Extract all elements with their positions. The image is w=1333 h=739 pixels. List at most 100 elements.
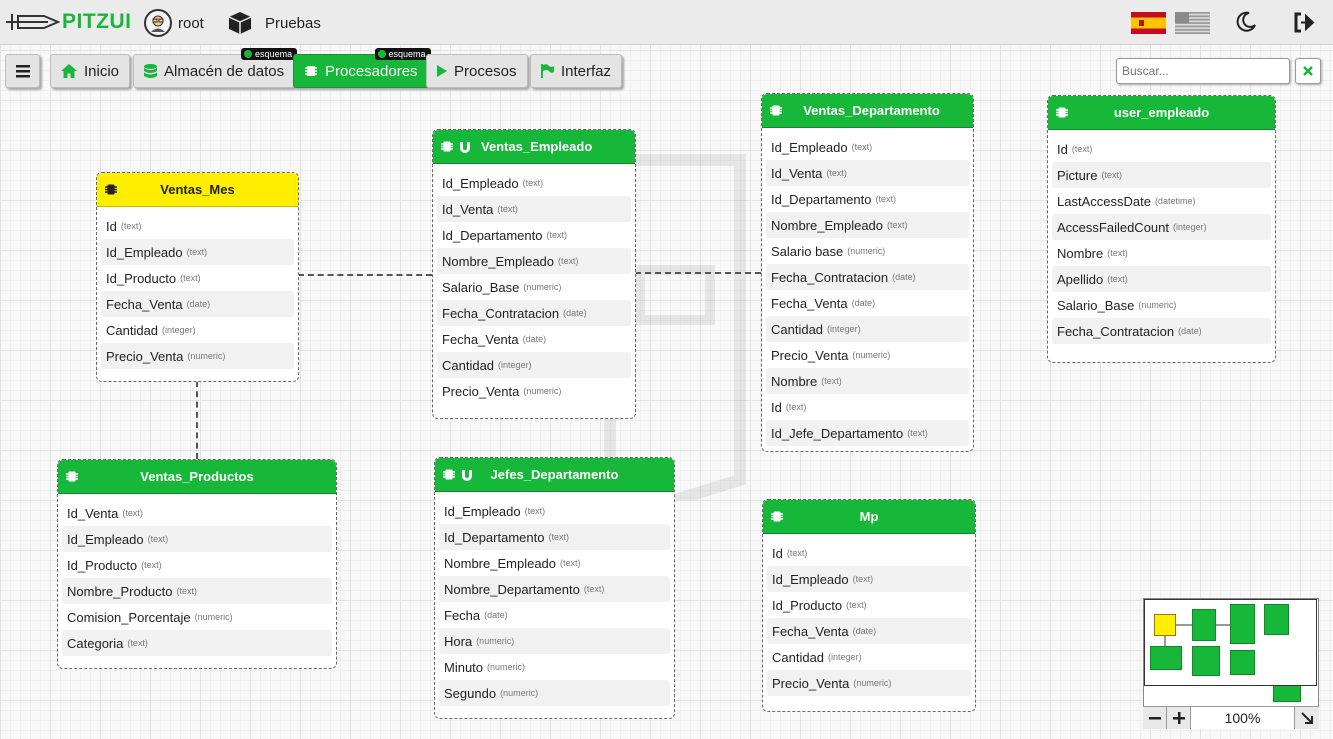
table-header[interactable]: Ventas_Mes (97, 173, 298, 207)
field-type: (date) (892, 272, 916, 282)
table-field[interactable]: Precio_Venta(numeric) (766, 342, 969, 368)
field-name: Fecha_Venta (442, 331, 519, 347)
table-field[interactable]: Nombre(text) (1052, 240, 1271, 266)
table-field[interactable]: Cantidad(integer) (101, 317, 294, 343)
user-menu[interactable]: root (144, 9, 204, 37)
resize-handle[interactable] (1295, 707, 1319, 729)
table-field[interactable]: Id(text) (1052, 136, 1271, 162)
table-field[interactable]: Id_Departamento(text) (439, 524, 670, 550)
table-field[interactable]: AccessFailedCount(integer) (1052, 214, 1271, 240)
table-field[interactable]: Id_Venta(text) (766, 160, 969, 186)
table-field[interactable]: LastAccessDate(datetime) (1052, 188, 1271, 214)
table-field[interactable]: Fecha_Contratacion(date) (1052, 318, 1271, 344)
table-field[interactable]: Id(text) (101, 213, 294, 239)
table-field[interactable]: Id_Venta(text) (437, 196, 631, 222)
table-field[interactable]: Id_Empleado(text) (767, 566, 971, 592)
spain-flag-icon[interactable] (1131, 12, 1166, 34)
dark-mode-moon-icon[interactable] (1234, 10, 1258, 34)
table-ventas-productos[interactable]: Ventas_Productos Id_Venta(text)Id_Emplea… (57, 459, 337, 669)
table-field[interactable]: Fecha_Contratacion(date) (766, 264, 969, 290)
table-ventas-departamento[interactable]: Ventas_Departamento Id_Empleado(text)Id_… (761, 93, 974, 452)
esquema-badge: esquema (374, 48, 431, 60)
table-header[interactable]: Ventas_Departamento (762, 94, 973, 128)
table-header[interactable]: Mp (763, 500, 975, 534)
field-name: Id_Empleado (106, 244, 183, 260)
chip-icon (66, 471, 78, 482)
table-field[interactable]: Id_Departamento(text) (437, 222, 631, 248)
table-field[interactable]: Categoria(text) (62, 630, 332, 656)
logout-icon[interactable] (1292, 10, 1317, 35)
search-clear-button[interactable] (1295, 58, 1321, 84)
table-field[interactable]: Salario_Base(numeric) (437, 274, 631, 300)
table-field[interactable]: Id_Jefe_Departamento(text) (766, 420, 969, 446)
table-field[interactable]: Nombre_Producto(text) (62, 578, 332, 604)
table-field[interactable]: Salario_Base(numeric) (1052, 292, 1271, 318)
table-field[interactable]: Fecha_Venta(date) (766, 290, 969, 316)
field-type: (text) (522, 178, 544, 188)
table-field[interactable]: Nombre_Departamento(text) (439, 576, 670, 602)
table-field[interactable]: Nombre_Empleado(text) (766, 212, 969, 238)
table-field[interactable]: Minuto(numeric) (439, 654, 670, 680)
table-header[interactable]: Ventas_Empleado (433, 130, 635, 164)
table-field[interactable]: Id_Empleado(text) (437, 170, 631, 196)
table-field[interactable]: Id_Departamento(text) (766, 186, 969, 212)
zoom-in-button[interactable] (1167, 707, 1191, 729)
table-user-empleado[interactable]: user_empleado Id(text)Picture(text)LastA… (1047, 95, 1276, 363)
project-selector[interactable]: Pruebas (227, 10, 321, 36)
field-type: (integer) (828, 652, 862, 662)
table-field[interactable]: Fecha_Venta(date) (437, 326, 631, 352)
table-field[interactable]: Cantidad(integer) (437, 352, 631, 378)
table-mp[interactable]: Mp Id(text)Id_Empleado(text)Id_Producto(… (762, 499, 976, 712)
table-field[interactable]: Id_Empleado(text) (766, 134, 969, 160)
zoom-out-button[interactable] (1143, 707, 1167, 729)
table-title: Ventas_Empleado (481, 139, 593, 154)
table-ventas-mes[interactable]: Ventas_Mes Id(text)Id_Empleado(text)Id_P… (96, 172, 299, 382)
field-name: Id_Departamento (771, 191, 872, 207)
table-field[interactable]: Cantidad(integer) (767, 644, 971, 670)
nav-almacen-datos-button[interactable]: Almacén de datos esquema (133, 48, 298, 88)
table-field[interactable]: Precio_Venta(numeric) (101, 343, 294, 369)
table-field[interactable]: Salario base(numeric) (766, 238, 969, 264)
table-field[interactable]: Segundo(numeric) (439, 680, 670, 706)
table-field[interactable]: Id_Venta(text) (62, 500, 332, 526)
nav-inicio-button[interactable]: Inicio (50, 54, 131, 88)
table-field[interactable]: Fecha_Venta(date) (767, 618, 971, 644)
nav-procesos-button[interactable]: Procesos (426, 54, 528, 88)
table-field[interactable]: Nombre_Empleado(text) (439, 550, 670, 576)
field-name: Apellido (1057, 271, 1104, 287)
table-field[interactable]: Precio_Venta(numeric) (767, 670, 971, 696)
table-field[interactable]: Fecha_Venta(date) (101, 291, 294, 317)
nav-interfaz-button[interactable]: Interfaz (530, 54, 623, 88)
table-field[interactable]: Id_Empleado(text) (101, 239, 294, 265)
field-name: Fecha_Contratacion (442, 305, 560, 321)
table-ventas-empleado[interactable]: Ventas_Empleado Id_Empleado(text)Id_Vent… (432, 129, 636, 419)
table-field[interactable]: Id_Empleado(text) (62, 526, 332, 552)
table-field[interactable]: Comision_Porcentaje(numeric) (62, 604, 332, 630)
nav-procesadores-button[interactable]: Procesadores esquema (293, 48, 431, 88)
table-header[interactable]: Jefes_Departamento (435, 458, 674, 492)
table-header[interactable]: Ventas_Productos (58, 460, 336, 494)
table-field[interactable]: Apellido(text) (1052, 266, 1271, 292)
table-field[interactable]: Nombre(text) (766, 368, 969, 394)
table-field[interactable]: Id_Producto(text) (62, 552, 332, 578)
app-logo[interactable]: PITZUI (4, 8, 132, 36)
field-type: (text) (1107, 248, 1128, 258)
table-field[interactable]: Id_Producto(text) (767, 592, 971, 618)
table-field[interactable]: Nombre_Empleado(text) (437, 248, 631, 274)
table-field[interactable]: Hora(numeric) (439, 628, 670, 654)
table-field[interactable]: Picture(text) (1052, 162, 1271, 188)
table-field[interactable]: Id(text) (767, 540, 971, 566)
table-jefes-departamento[interactable]: Jefes_Departamento Id_Empleado(text)Id_D… (434, 457, 675, 719)
table-field[interactable]: Id_Empleado(text) (439, 498, 670, 524)
table-field[interactable]: Cantidad(integer) (766, 316, 969, 342)
table-field[interactable]: Precio_Venta(numeric) (437, 378, 631, 404)
menu-toggle-button[interactable] (5, 54, 40, 88)
table-field[interactable]: Id(text) (766, 394, 969, 420)
table-field[interactable]: Fecha(date) (439, 602, 670, 628)
table-field[interactable]: Fecha_Contratacion(date) (437, 300, 631, 326)
usa-flag-icon[interactable] (1175, 12, 1210, 34)
table-header[interactable]: user_empleado (1048, 96, 1275, 130)
table-field[interactable]: Id_Producto(text) (101, 265, 294, 291)
search-input[interactable] (1116, 58, 1290, 84)
field-type: (text) (558, 256, 579, 266)
